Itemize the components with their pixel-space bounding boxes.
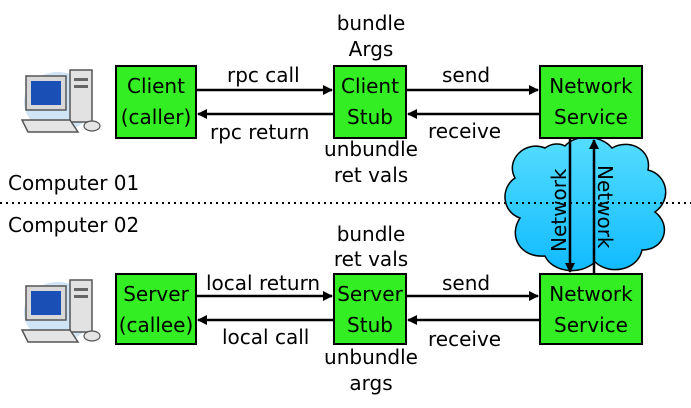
box-label: Server — [337, 282, 403, 306]
box-label: Server — [123, 282, 189, 306]
computer-01-label: Computer 01 — [8, 171, 139, 195]
server-stub-box: Server Stub — [333, 273, 407, 345]
box-label: Service — [554, 105, 628, 129]
network-service-top-box: Network Service — [539, 65, 643, 139]
box-label: (callee) — [119, 313, 194, 337]
local-return-label: local return — [206, 271, 320, 295]
unbundle-ret-vals-line1: unbundle — [324, 137, 418, 161]
network-label-right: Network — [593, 165, 617, 249]
box-label: Client — [341, 74, 399, 98]
network-label-left: Network — [547, 168, 571, 252]
computer-icon — [20, 279, 101, 343]
box-label: (caller) — [121, 105, 192, 129]
bundle-ret-vals-line2: ret vals — [334, 247, 408, 271]
receive-label-top: receive — [428, 119, 501, 143]
network-cloud — [504, 136, 667, 272]
rpc-return-label: rpc return — [210, 120, 309, 144]
box-label: Stub — [347, 313, 393, 337]
box-label: Stub — [347, 105, 393, 129]
box-label: Network — [549, 282, 633, 306]
network-service-bottom-box: Network Service — [539, 273, 643, 345]
client-stub-box: Client Stub — [333, 65, 407, 139]
rpc-call-label: rpc call — [227, 63, 300, 87]
client-box: Client (caller) — [115, 65, 197, 139]
box-label: Client — [127, 74, 185, 98]
receive-label-bottom: receive — [428, 327, 501, 351]
send-label-bottom: send — [442, 271, 490, 295]
bundle-ret-vals-line1: bundle — [337, 222, 406, 246]
unbundle-args-line1: unbundle — [324, 345, 418, 369]
bundle-args-line2: Args — [349, 37, 394, 61]
box-label: Network — [549, 74, 633, 98]
unbundle-ret-vals-line2: ret vals — [334, 163, 408, 187]
unbundle-args-line2: args — [349, 371, 392, 395]
local-call-label: local call — [222, 325, 309, 349]
server-box: Server (callee) — [115, 273, 197, 345]
computer-icon — [20, 69, 101, 133]
computer-02-label: Computer 02 — [8, 213, 139, 237]
send-label-top: send — [442, 63, 490, 87]
bundle-args-line1: bundle — [337, 11, 406, 35]
box-label: Service — [554, 313, 628, 337]
